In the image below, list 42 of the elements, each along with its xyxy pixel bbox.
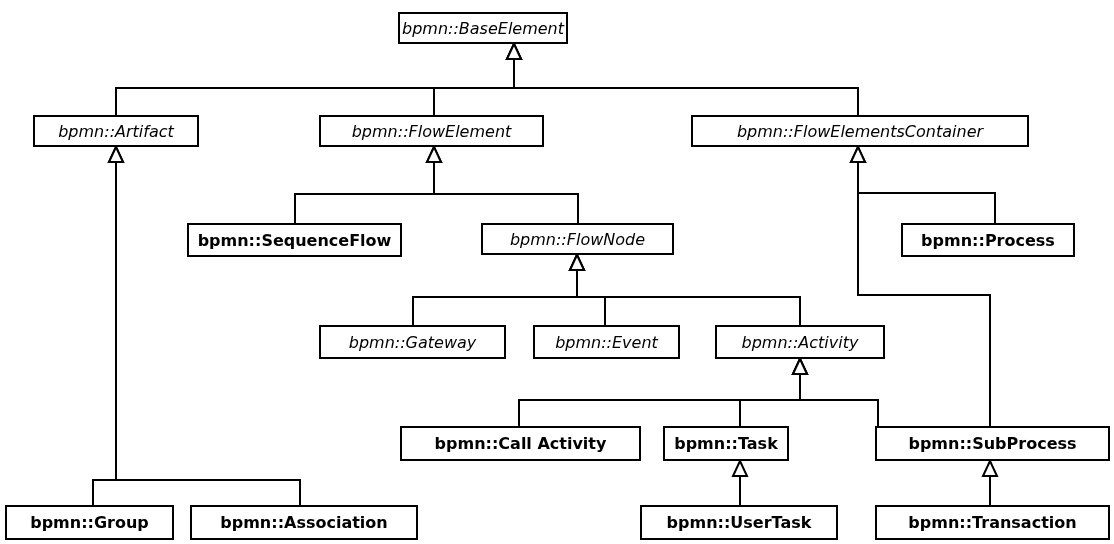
class-name: bpmn::SequenceFlow (197, 230, 392, 250)
class-box (5, 505, 174, 540)
class-name: bpmn::Gateway (348, 332, 477, 352)
class-box (187, 223, 402, 257)
class-box (190, 505, 418, 540)
class-name: bpmn::Association (220, 513, 388, 532)
abstract-class-box (319, 115, 544, 147)
class-name: bpmn::Transaction (908, 513, 1077, 532)
class-name: bpmn::Process (921, 230, 1055, 250)
inheritance-arrow (732, 460, 748, 506)
class-box (400, 426, 641, 461)
abstract-class-box (691, 115, 1029, 147)
class-name: bpmn::Group (30, 513, 149, 532)
class-name: bpmn::UserTask (666, 513, 812, 532)
class-name: bpmn::Activity (741, 332, 859, 352)
class-name: bpmn::Task (674, 434, 778, 453)
class-name: bpmn::BaseElement (402, 18, 564, 38)
class-box (875, 426, 1110, 461)
class-name: bpmn::FlowNode (509, 229, 646, 249)
inheritance-arrow (850, 146, 991, 427)
class-box (901, 223, 1075, 257)
class-box (875, 505, 1110, 540)
class-box (663, 426, 789, 461)
inheritance-arrow (108, 146, 301, 506)
abstract-class-box (533, 325, 680, 359)
class-name: bpmn::Artifact (58, 121, 174, 141)
inheritance-arrow (426, 146, 579, 224)
class-box (640, 505, 838, 540)
abstract-class-box (398, 12, 568, 44)
class-name: bpmn::FlowElement (351, 121, 512, 141)
class-name: bpmn::Event (555, 332, 658, 352)
class-name: bpmn::SubProcess (908, 434, 1077, 453)
class-name: bpmn::FlowElementsContainer (736, 121, 984, 141)
abstract-class-box (481, 223, 674, 255)
inheritance-arrow (982, 460, 998, 506)
inheritance-arrow (792, 358, 879, 427)
abstract-class-box (33, 115, 199, 147)
abstract-class-box (715, 325, 885, 359)
class-name: bpmn::Call Activity (434, 434, 607, 453)
inheritance-arrow (506, 43, 859, 116)
abstract-class-box (319, 325, 506, 359)
inheritance-arrow (569, 254, 801, 326)
